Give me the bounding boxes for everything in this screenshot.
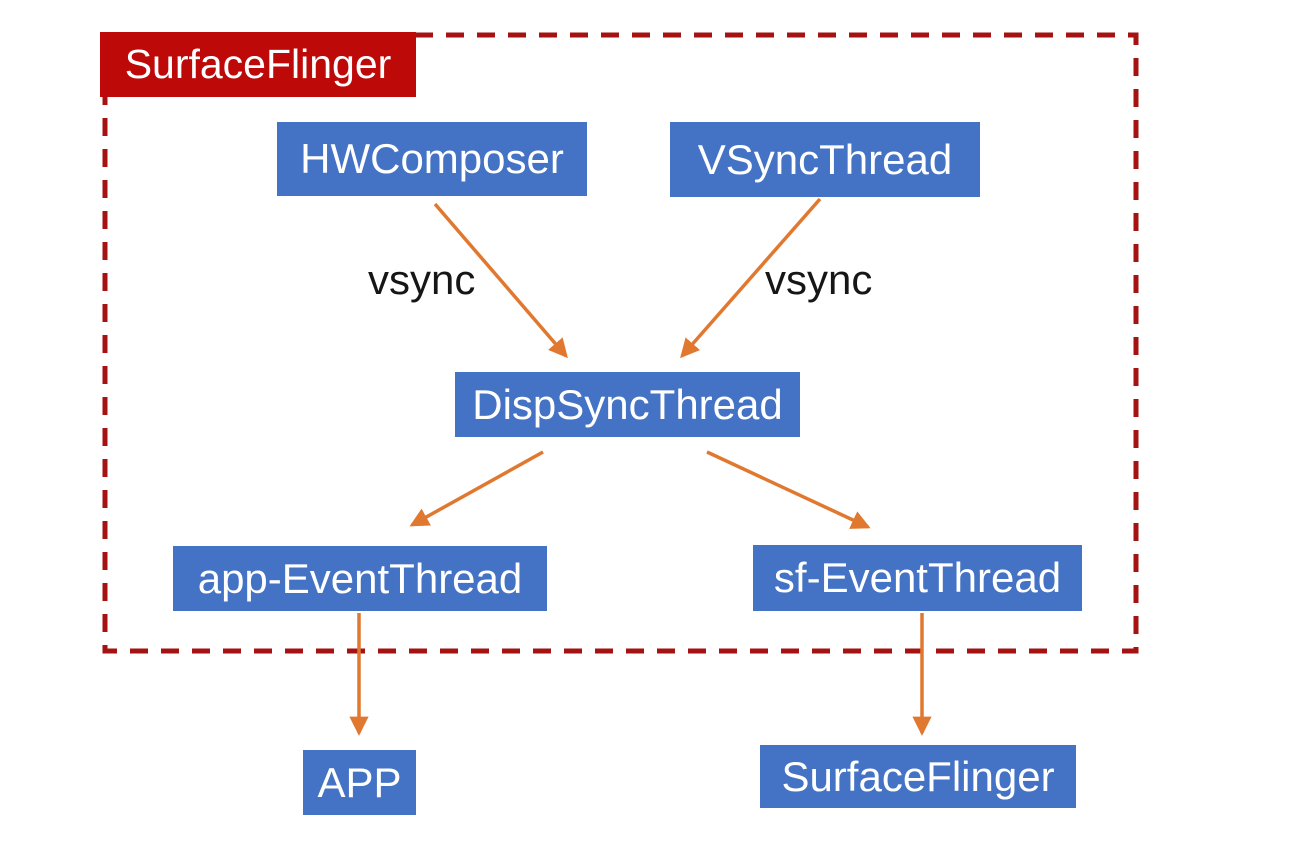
node-dispsyncthread: DispSyncThread bbox=[455, 372, 800, 437]
vsync-label-left: vsync bbox=[368, 256, 476, 303]
node-hwcomposer: HWComposer bbox=[277, 122, 587, 196]
node-surfaceflinger-output: SurfaceFlinger bbox=[760, 745, 1076, 808]
node-app-eventthread: app-EventThread bbox=[173, 546, 547, 611]
node-app: APP bbox=[303, 750, 416, 815]
node-vsyncthread: VSyncThread bbox=[670, 122, 980, 197]
surfaceflinger-group-label: SurfaceFlinger bbox=[100, 32, 416, 97]
edge-hwcomposer-to-dispsync bbox=[433, 202, 568, 359]
edge-vsyncthread-to-dispsync bbox=[680, 197, 822, 359]
vsync-label-right: vsync bbox=[765, 256, 873, 303]
node-sf-eventthread: sf-EventThread bbox=[753, 545, 1082, 611]
edge-dispsync-to-sf-eventthread bbox=[706, 450, 871, 529]
edge-dispsync-to-app-eventthread bbox=[409, 450, 544, 527]
surfaceflinger-group-border bbox=[102, 32, 1139, 654]
